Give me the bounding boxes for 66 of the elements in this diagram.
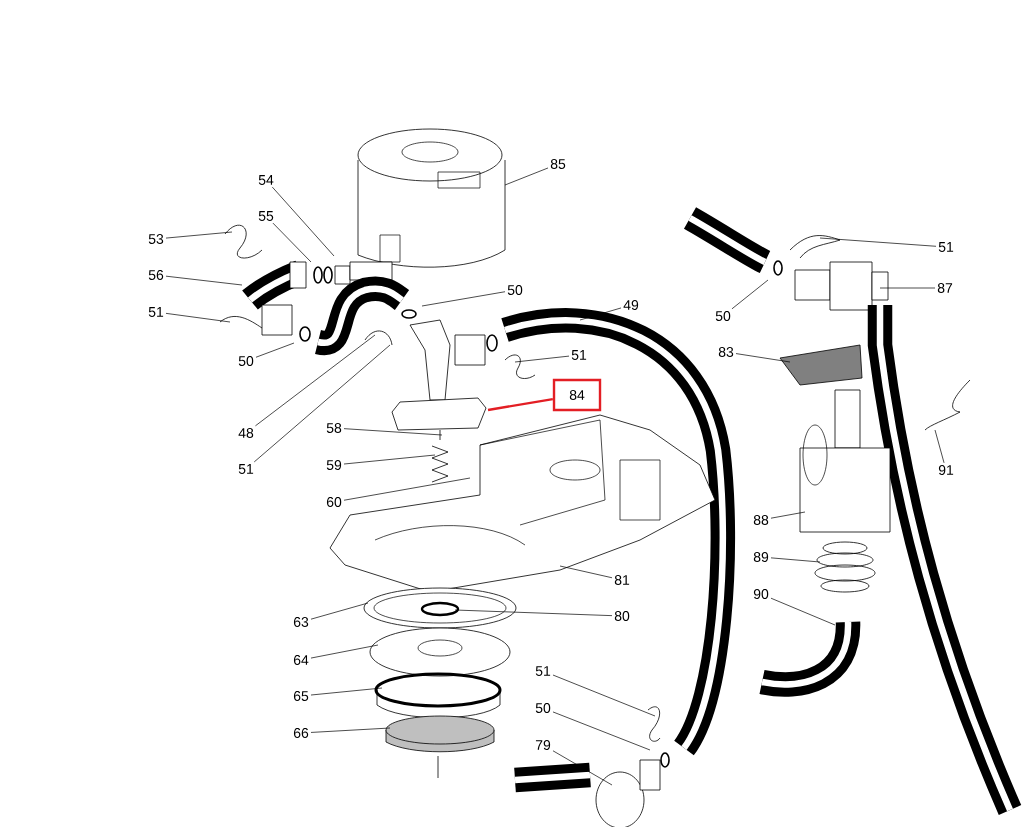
leader-line xyxy=(552,674,656,717)
callout-number: 50 xyxy=(507,285,523,295)
leader-line xyxy=(272,222,312,263)
leader-line xyxy=(343,454,436,465)
callout-number: 64 xyxy=(293,655,309,665)
callout-number: 59 xyxy=(326,460,342,470)
leader-line xyxy=(255,334,376,427)
callout-number: 55 xyxy=(258,211,274,221)
leader-line xyxy=(310,644,379,659)
leader-line xyxy=(165,313,231,323)
leader-line xyxy=(272,186,335,257)
leader-line xyxy=(552,711,651,751)
leader-line xyxy=(310,687,383,696)
leader-line xyxy=(770,557,821,563)
callout-number: 51 xyxy=(148,307,164,317)
leader-line xyxy=(731,279,769,310)
callout-number: 63 xyxy=(293,617,309,627)
leader-line xyxy=(343,477,471,501)
callout-number: 88 xyxy=(753,515,769,525)
callout-number: 66 xyxy=(293,728,309,738)
callout-number: 85 xyxy=(550,159,566,169)
callout-number: 90 xyxy=(753,589,769,599)
leader-line xyxy=(735,353,791,363)
leader-line xyxy=(552,750,613,786)
leader-line xyxy=(879,287,936,289)
leader-line xyxy=(165,275,243,286)
leader-line xyxy=(454,609,613,616)
callout-number: 49 xyxy=(623,300,639,310)
callout-number: 51 xyxy=(938,242,954,252)
callout-number: 81 xyxy=(614,575,630,585)
leader-line xyxy=(934,429,945,464)
callout-number: 54 xyxy=(258,175,274,185)
callout-number: 56 xyxy=(148,270,164,280)
callout-number: 84 xyxy=(552,378,602,412)
callout-number: 51 xyxy=(535,666,551,676)
callout-number: 51 xyxy=(571,350,587,360)
leader-line xyxy=(504,167,549,186)
callout-number: 53 xyxy=(148,234,164,244)
callout-number: 80 xyxy=(614,611,630,621)
leader-line xyxy=(253,344,391,463)
callout-number: 89 xyxy=(753,552,769,562)
callout-number: 83 xyxy=(718,347,734,357)
leader-line xyxy=(165,231,233,239)
leader-line xyxy=(343,428,443,436)
leader-line xyxy=(819,237,937,247)
callout-number: 50 xyxy=(238,356,254,366)
callout-number: 51 xyxy=(238,464,254,474)
callout-number: 48 xyxy=(238,428,254,438)
leader-line xyxy=(770,597,836,626)
leader-line xyxy=(770,511,806,519)
leader-line xyxy=(487,397,553,412)
leader-line xyxy=(421,291,506,307)
leader-line xyxy=(310,602,369,620)
callout-number: 91 xyxy=(938,465,954,475)
leader-line xyxy=(579,307,622,321)
callout-number: 50 xyxy=(535,703,551,713)
callout-number: 50 xyxy=(715,311,731,321)
callout-number: 87 xyxy=(937,283,953,293)
leader-line xyxy=(514,355,570,363)
callout-number: 65 xyxy=(293,691,309,701)
callout-number: 58 xyxy=(326,423,342,433)
callout-number: 60 xyxy=(326,497,342,507)
leader-line xyxy=(559,565,613,579)
leader-line xyxy=(310,727,391,733)
leader-line xyxy=(255,342,295,358)
callout-number: 79 xyxy=(535,740,551,750)
